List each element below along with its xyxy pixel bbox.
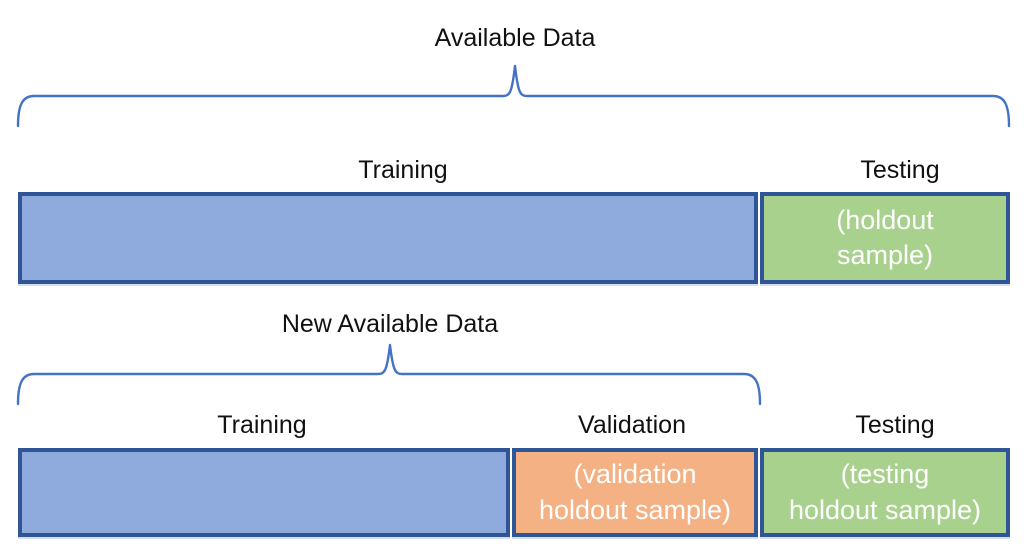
new-available-data-brace-icon (16, 343, 762, 406)
row2-validation-bar: (validation holdout sample) (512, 448, 758, 537)
new-available-data-label: New Available Data (281, 310, 499, 338)
row1-testing-bar: (holdout sample) (760, 192, 1010, 284)
row2-testing-bar-text-line1: (testing (840, 459, 930, 490)
row2-testing-label: Testing (855, 411, 935, 439)
row2-testing-bar: (testing holdout sample) (760, 448, 1010, 537)
row1-testing-label: Testing (860, 156, 940, 184)
row1-testing-bar-text-line1: (holdout (836, 204, 934, 235)
row1-training-bar (18, 192, 758, 284)
available-data-brace-icon (16, 64, 1011, 128)
row2-training-bar (18, 448, 510, 537)
row1-testing-bar-text-line2: sample) (836, 240, 934, 270)
row2-testing-bar-text-line2: holdout sample) (788, 494, 982, 525)
row2-validation-label: Validation (578, 411, 686, 439)
row2-validation-bar-text-line2: holdout sample) (538, 494, 732, 525)
row1-training-label: Training (358, 156, 448, 184)
row2-training-label: Training (217, 411, 307, 439)
available-data-label: Available Data (434, 24, 596, 52)
row2-validation-bar-text-line1: (validation (573, 459, 697, 490)
